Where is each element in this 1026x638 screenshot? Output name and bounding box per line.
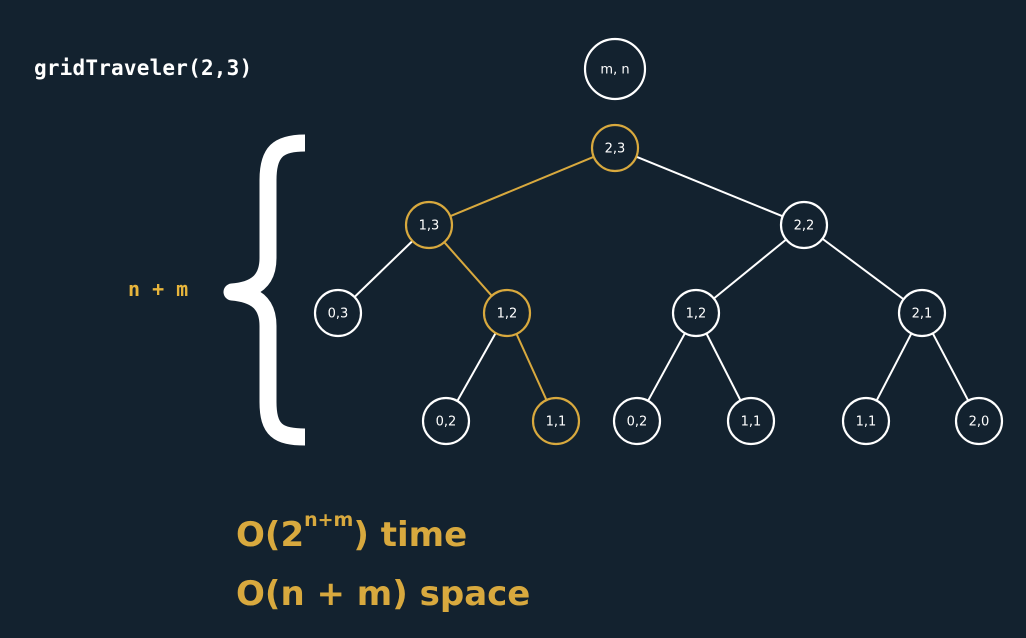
tree-edge-n23-n13 xyxy=(449,155,595,218)
tree-edge-n22-n12b xyxy=(713,238,787,300)
tree-node-n21-circle xyxy=(897,288,947,338)
tree-node-n02a-label: 0,2 xyxy=(436,415,457,430)
tree-node-n12a-circle xyxy=(482,288,532,338)
tree-node-n11c-label: 1,1 xyxy=(856,415,877,430)
tree-node-n03-label: 0,3 xyxy=(328,307,349,322)
tree-node-n20: 2,0 xyxy=(954,396,1004,446)
tree-node-n22-circle xyxy=(779,200,829,250)
tree-edge-n13-n12a xyxy=(443,241,493,297)
depth-label: n + m xyxy=(128,277,189,301)
tree-edge-n23-n22 xyxy=(635,155,784,218)
depth-brace xyxy=(223,134,306,446)
tree-node-n13-label: 1,3 xyxy=(419,219,440,234)
tree-node-n21: 2,1 xyxy=(897,288,947,338)
tree-edges xyxy=(353,155,970,402)
tree-node-n12b-label: 1,2 xyxy=(686,307,707,322)
tree-node-n11a-label: 1,1 xyxy=(546,415,567,430)
tree-node-n23-circle xyxy=(590,123,640,173)
function-call-label: gridTraveler(2,3) xyxy=(34,56,253,80)
tree-node-n02a: 0,2 xyxy=(421,396,471,446)
tree-node-n22-label: 2,2 xyxy=(794,219,815,234)
tree-edge-n12a-n02a xyxy=(456,332,497,402)
tree-node-n12b-circle xyxy=(671,288,721,338)
tree-node-n21-label: 2,1 xyxy=(912,307,933,322)
tree-node-n11a: 1,1 xyxy=(531,396,581,446)
tree-node-n02b: 0,2 xyxy=(612,396,662,446)
tree-edge-n13-n03 xyxy=(353,240,414,298)
tree-node-n12b: 1,2 xyxy=(671,288,721,338)
tree-node-n02b-label: 0,2 xyxy=(627,415,648,430)
tree-node-n11c: 1,1 xyxy=(841,396,891,446)
tree-node-n12a: 1,2 xyxy=(482,288,532,338)
tree-node-n02b-circle xyxy=(612,396,662,446)
tree-edge-n22-n21 xyxy=(821,237,905,301)
tree-node-n13: 1,3 xyxy=(404,200,454,250)
space-complexity: O(n + m) space xyxy=(236,574,531,614)
tree-node-n02a-circle xyxy=(421,396,471,446)
tree-edge-n12a-n11a xyxy=(515,333,548,401)
legend-node-circle xyxy=(583,37,647,101)
tree-edge-n12b-n11b xyxy=(705,333,742,401)
time-complexity-exponent: n+m xyxy=(304,509,354,531)
tree-node-n11b-label: 1,1 xyxy=(741,415,762,430)
tree-node-n23-label: 2,3 xyxy=(605,142,626,157)
tree-node-n12a-label: 1,2 xyxy=(497,307,518,322)
tree-node-n11b-circle xyxy=(726,396,776,446)
tree-node-n20-circle xyxy=(954,396,1004,446)
tree-edge-n12b-n02b xyxy=(647,332,686,402)
tree-edge-n21-n11c xyxy=(875,332,913,402)
tree-node-n03: 0,3 xyxy=(313,288,363,338)
tree-edge-n21-n20 xyxy=(931,332,970,402)
legend-node: m, n xyxy=(583,37,647,101)
tree-node-n20-label: 2,0 xyxy=(969,415,990,430)
tree-node-n11c-circle xyxy=(841,396,891,446)
tree-node-n13-circle xyxy=(404,200,454,250)
time-complexity-prefix: O(2 xyxy=(236,515,305,555)
tree-node-n11b: 1,1 xyxy=(726,396,776,446)
tree-node-n11a-circle xyxy=(531,396,581,446)
time-complexity-suffix: ) time xyxy=(353,515,468,555)
legend-node-label: m, n xyxy=(600,63,629,78)
tree-node-n22: 2,2 xyxy=(779,200,829,250)
tree-node-n23: 2,3 xyxy=(590,123,640,173)
tree-node-n03-circle xyxy=(313,288,363,338)
time-complexity: O(2n+m) time xyxy=(236,511,468,556)
tree-nodes: m, n 2,3 1,3 2,2 0,3 1,2 1,2 2,1 0,2 1,1 0,2 1,1 1,1… xyxy=(313,37,1004,446)
